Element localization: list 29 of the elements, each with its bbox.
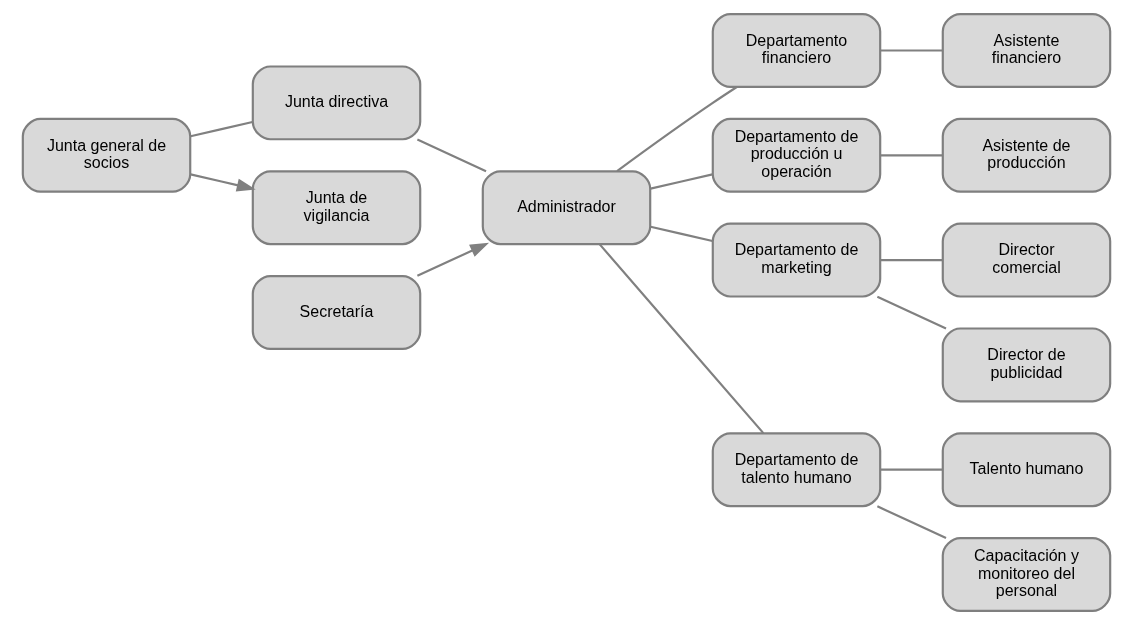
connector [876,505,947,540]
node-box: Departamento financiero [711,13,882,88]
connector [876,295,947,330]
connector [880,154,943,157]
node-box: Departamento de talento humano [711,432,882,508]
connector [598,243,765,434]
connector [650,225,713,243]
connector [880,49,943,52]
connector [190,120,253,138]
node-box: Asistente financiero [941,13,1112,88]
arrow [190,173,256,192]
connector [880,468,943,471]
node-box: Capacitación y monitoreo del personal [941,537,1112,612]
arrow [416,242,490,277]
node-box: Talento humano [941,432,1112,508]
node-box: Director comercial [941,222,1112,298]
node-box: Secretaría [251,275,422,350]
node-box: Asistente de producción [941,117,1112,193]
node-box: Administrador [481,170,652,246]
node-box: Departamento de producción u operación [711,117,882,193]
node-box: Junta directiva [251,65,422,141]
connector [880,259,943,262]
node-box: Junta de vigilancia [251,170,422,246]
connector [416,138,487,173]
node-box: Departamento de marketing [711,222,882,298]
connector [650,173,713,190]
connector [616,86,738,172]
node-box: Junta general de socios [21,117,192,193]
node-box: Director de publicidad [941,327,1112,403]
